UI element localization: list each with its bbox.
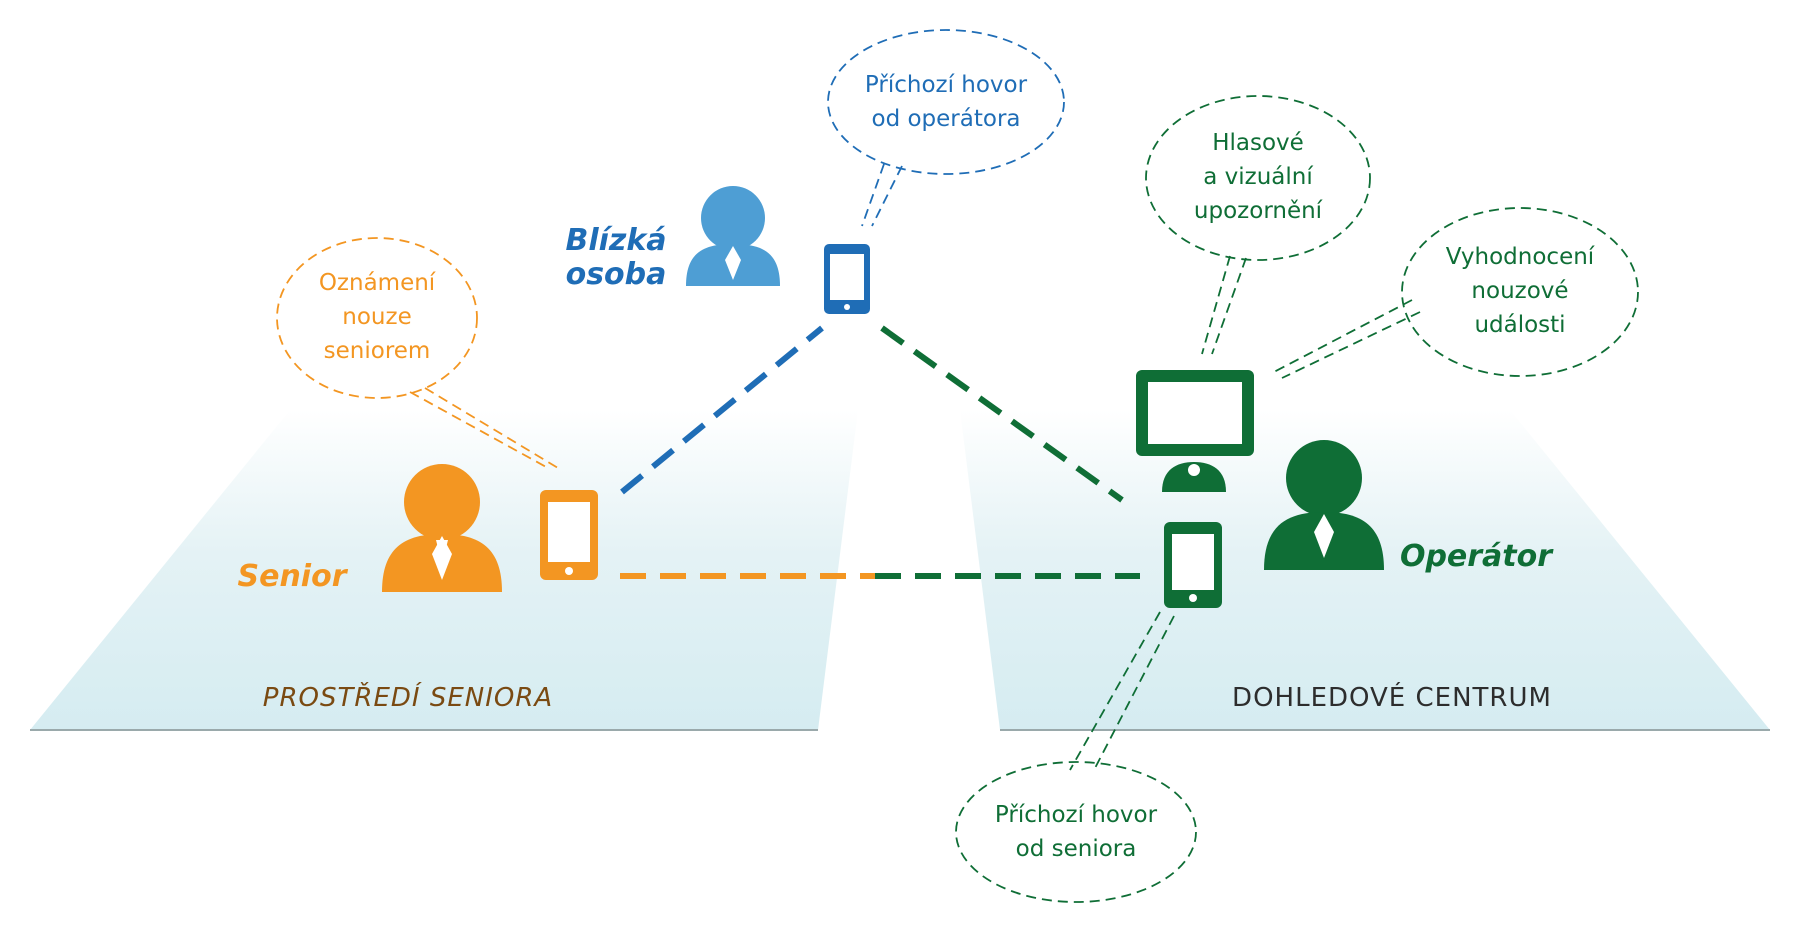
svg-text:Příchozí hovor: Příchozí hovor xyxy=(995,802,1158,828)
bubble-incoming-from-operator-text: Příchozí hovor od operátora xyxy=(865,72,1028,132)
bubble-incoming-from-operator xyxy=(827,29,1065,227)
operator-phone-icon xyxy=(1164,522,1222,608)
bubble-voice-visual-alert-text: Hlasové a vizuální upozornění xyxy=(1194,130,1323,224)
svg-text:Hlasové: Hlasové xyxy=(1212,130,1304,156)
bubble-senior-alert-text: Oznámení nouze seniorem xyxy=(319,270,436,364)
svg-text:upozornění: upozornění xyxy=(1194,198,1323,224)
close-person-label-2: osoba xyxy=(566,257,667,292)
close-person-label-1: Blízká xyxy=(565,223,666,258)
senior-person-icon xyxy=(382,464,502,592)
senior-label: Senior xyxy=(238,559,349,594)
operator-monitor-icon xyxy=(1136,370,1254,492)
bubble-event-evaluation xyxy=(1273,207,1639,379)
svg-text:Příchozí hovor: Příchozí hovor xyxy=(865,72,1028,98)
svg-text:události: události xyxy=(1474,312,1565,338)
svg-text:nouze: nouze xyxy=(342,304,411,330)
operator-person-icon xyxy=(1264,440,1384,570)
bubble-voice-visual-alert xyxy=(1145,95,1371,355)
close-person-icon xyxy=(686,186,780,286)
svg-text:nouzové: nouzové xyxy=(1471,278,1568,304)
senior-phone-icon xyxy=(540,490,598,580)
close-person-phone-icon xyxy=(824,244,870,314)
bubble-event-evaluation-text: Vyhodnocení nouzové události xyxy=(1446,244,1595,338)
connection-lines xyxy=(620,325,1140,579)
operator-label: Operátor xyxy=(1400,539,1554,574)
link-senior-closeperson xyxy=(620,325,824,495)
svg-text:Vyhodnocení: Vyhodnocení xyxy=(1446,244,1595,270)
svg-text:a vizuální: a vizuální xyxy=(1203,164,1313,190)
zone-label-right: DOHLEDOVÉ CENTRUM xyxy=(1232,681,1552,713)
bubble-incoming-from-senior xyxy=(955,611,1197,903)
link-closeperson-operator xyxy=(880,325,1124,503)
svg-text:od seniora: od seniora xyxy=(1016,836,1137,862)
zone-label-left: PROSTŘEDÍ SENIORA xyxy=(263,681,553,713)
svg-text:seniorem: seniorem xyxy=(324,338,431,364)
bubble-incoming-from-senior-text: Příchozí hovor od seniora xyxy=(995,802,1158,862)
svg-text:od operátora: od operátora xyxy=(872,106,1021,132)
svg-text:Oznámení: Oznámení xyxy=(319,270,436,296)
bubble-senior-alert xyxy=(276,237,559,469)
